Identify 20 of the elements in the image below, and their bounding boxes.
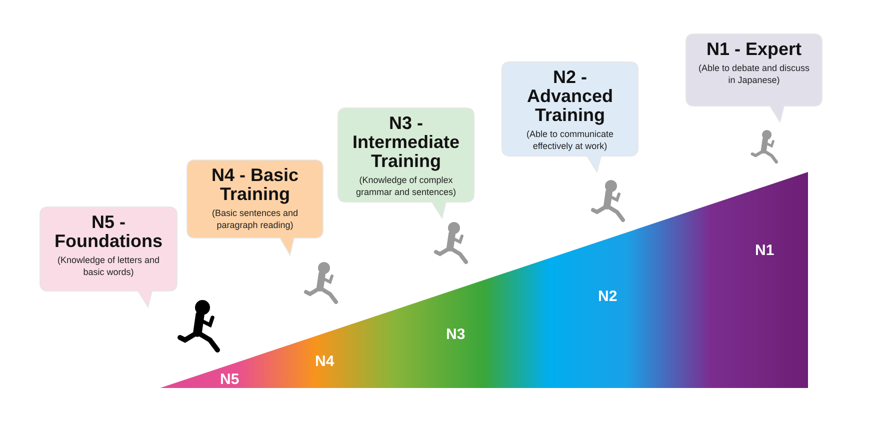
level-label: N2	[598, 288, 618, 305]
level-description: (Able to communicate effectively at work)	[525, 128, 615, 152]
speech-bubble	[187, 160, 323, 255]
level-label: N4	[315, 353, 334, 370]
level-description: (Able to debate and discuss in Japanese)	[697, 62, 811, 86]
speech-bubble	[502, 62, 638, 172]
level-heading: N4 - Basic Training	[210, 166, 300, 204]
level-heading: N5 - Foundations	[54, 213, 164, 251]
level-label: N1	[755, 242, 774, 259]
speech-bubble	[40, 207, 177, 307]
level-label: N5	[220, 371, 240, 388]
speech-bubble	[686, 34, 822, 122]
level-description: (Knowledge of letters and basic words)	[56, 254, 161, 278]
level-heading: N1 - Expert	[706, 40, 802, 59]
level-description: (Basic sentences and paragraph reading)	[210, 207, 300, 231]
speech-bubble	[338, 108, 474, 218]
level-heading: N3 - Intermediate Training	[351, 114, 461, 171]
level-heading: N2 - Advanced Training	[526, 68, 614, 125]
level-description: (Knowledge of complex grammar and sentences)	[354, 174, 458, 198]
level-label: N3	[446, 326, 466, 343]
